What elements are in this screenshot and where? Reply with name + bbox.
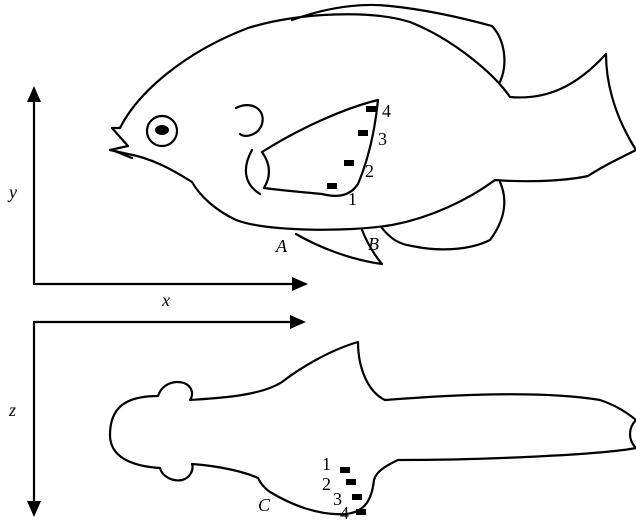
side-marker-1 — [327, 183, 337, 189]
top-view-fish — [110, 342, 636, 515]
dorsal-fin — [292, 5, 504, 82]
eye-pupil — [155, 125, 169, 135]
top-marker-label-2: 2 — [322, 474, 331, 494]
y-axis-arrowhead — [27, 86, 41, 102]
y-axis-label: y — [7, 182, 17, 202]
top-marker-2 — [346, 479, 356, 485]
side-marker-2 — [344, 160, 354, 166]
pectoral-fin — [262, 100, 378, 196]
x-axis-arrowhead — [292, 277, 308, 291]
side-marker-3 — [358, 130, 368, 136]
side-body-outline — [110, 14, 636, 229]
side-marker-label-4: 4 — [382, 101, 391, 121]
opercle-curl — [236, 105, 263, 136]
gill-line — [246, 150, 260, 194]
top-marker-4 — [356, 509, 366, 515]
top-x-axis-arrowhead — [290, 315, 306, 329]
side-marker-label-2: 2 — [365, 161, 374, 181]
z-axis-arrowhead — [27, 501, 41, 517]
side-marker-4 — [366, 106, 376, 112]
top-marker-1 — [340, 467, 350, 473]
pelvic-fin-b — [382, 182, 504, 249]
top-marker-label-4: 4 — [340, 503, 349, 523]
top-marker-label-1: 1 — [322, 454, 331, 474]
top-marker-3 — [352, 494, 362, 500]
side-marker-label-3: 3 — [378, 129, 387, 149]
side-view-fish — [110, 5, 636, 264]
top-body-outline — [110, 342, 636, 514]
fin-label-b: B — [368, 234, 379, 254]
x-axis-label: x — [161, 290, 170, 310]
z-axis-label: z — [8, 400, 16, 420]
fin-label-c: C — [258, 495, 271, 515]
side-marker-label-1: 1 — [348, 189, 357, 209]
fin-label-a: A — [275, 236, 288, 256]
